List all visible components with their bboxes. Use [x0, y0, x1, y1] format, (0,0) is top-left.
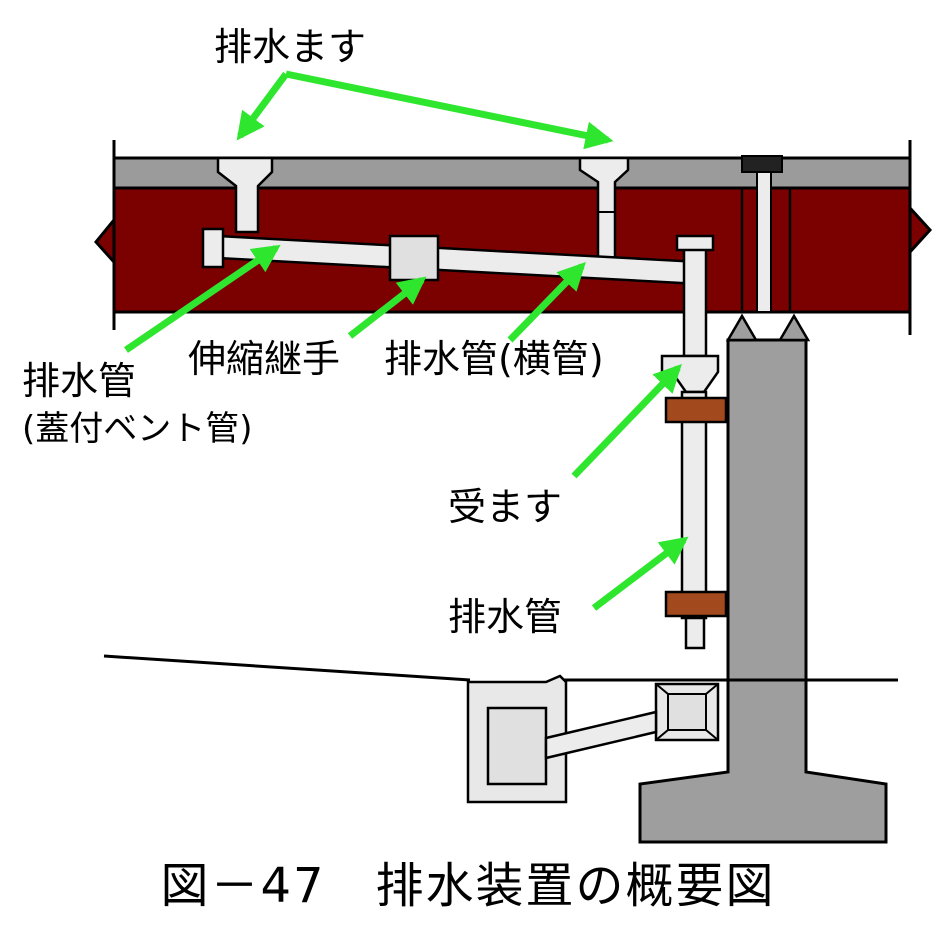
label-drain-pipe-vent: 排水管 — [22, 359, 137, 403]
anchor-bolt — [756, 171, 772, 313]
ground-line — [103, 654, 898, 682]
label-drain-pipe-vertical: 排水管 — [448, 595, 563, 639]
label-receiving-basin: 受ます — [448, 485, 563, 529]
label-drain-basin: 排水ます — [214, 25, 367, 69]
vertical-pipe-upper — [682, 246, 708, 358]
bearing-left — [725, 313, 759, 342]
pipe-bracket-upper — [664, 396, 728, 424]
figure-caption: 図－47 排水装置の概要図 — [160, 858, 776, 914]
vertical-drain-pipe-end — [684, 616, 706, 650]
green-arrow-icon — [124, 70, 689, 611]
vent-cap — [201, 227, 225, 269]
abutment — [638, 338, 888, 844]
connecting-pipe — [544, 710, 658, 760]
vertical-pipe-cap — [675, 234, 715, 252]
catch-basin — [466, 674, 568, 804]
vertical-drain-pipe — [680, 390, 708, 620]
label-drain-pipe-horizontal: 排水管(横管) — [384, 337, 604, 381]
label-expansion-joint: 伸縮継手 — [188, 337, 341, 381]
label-drain-pipe-vent-sub: (蓋付ベント管) — [22, 409, 253, 449]
bearing-right — [777, 313, 811, 342]
inlet-box — [654, 682, 720, 742]
anchor-bolt-cap — [741, 155, 783, 173]
drain-basin-left — [216, 156, 274, 234]
pipe-bracket-lower — [664, 590, 728, 618]
expansion-joint — [388, 234, 440, 282]
